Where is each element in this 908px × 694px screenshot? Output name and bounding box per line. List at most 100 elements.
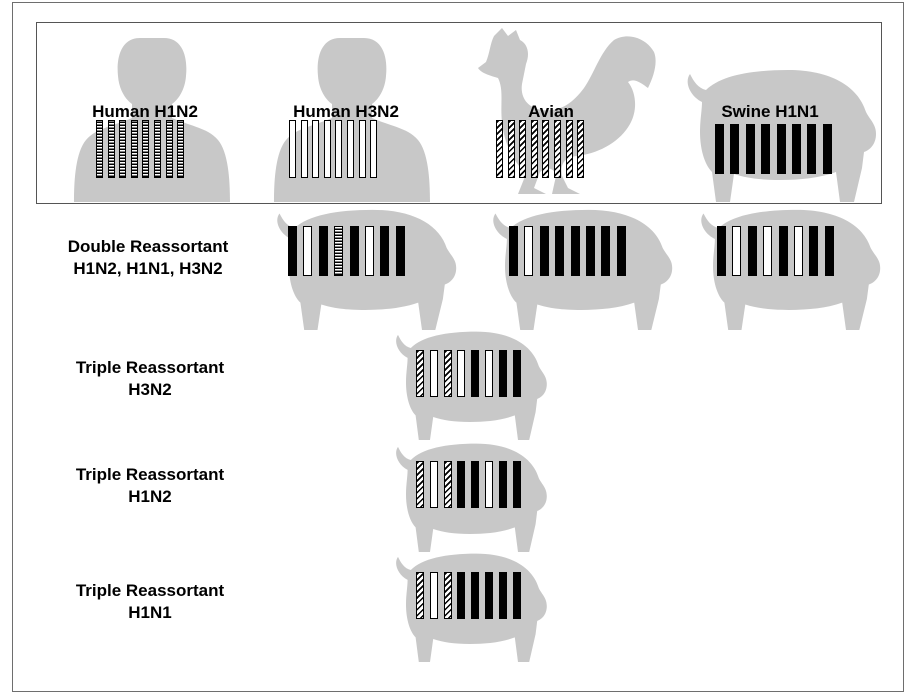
gene-segment-avian xyxy=(496,120,503,178)
gene-segment-avian xyxy=(416,572,424,619)
gene-segments-avian xyxy=(496,120,589,178)
gene-segment-swine xyxy=(616,226,626,276)
gene-segment-swine xyxy=(791,124,801,174)
gene-segment-swine xyxy=(498,572,507,619)
gene-segment-avian xyxy=(519,120,527,178)
gene-segment-swine xyxy=(730,124,740,174)
gene-segment-avian xyxy=(542,120,550,178)
pig-silhouette-double-2 xyxy=(493,209,673,330)
gene-segment-swine xyxy=(380,226,390,276)
gene-segment-human-h1n2 xyxy=(334,226,344,276)
gene-segment-avian xyxy=(530,120,538,178)
gene-segments-double-2 xyxy=(509,226,632,276)
gene-segments-triple-h1n2 xyxy=(416,461,526,508)
gene-segment-human-h3n2 xyxy=(312,120,320,178)
gene-segment-swine xyxy=(745,124,755,174)
double-reassortant-label: Double Reassortant H1N2, H1N1, H3N2 xyxy=(67,237,229,278)
source-title-swine-h1n1: Swine H1N1 xyxy=(721,102,819,121)
triple-reassortant-label-h1n2: Triple Reassortant H1N2 xyxy=(75,465,225,506)
gene-segment-human-h1n2 xyxy=(165,120,173,178)
pig-silhouette-double-3 xyxy=(701,209,881,330)
gene-segment-human-h1n2 xyxy=(142,120,150,178)
source-title-human-h1n2: Human H1N2 xyxy=(92,102,198,121)
gene-segment-avian xyxy=(443,350,452,397)
gene-segment-swine xyxy=(776,124,786,174)
gene-segment-swine xyxy=(512,350,521,397)
gene-segment-human-h1n2 xyxy=(130,120,138,178)
gene-segment-swine xyxy=(498,350,507,397)
triple-reassortant-label-h3n2: Triple Reassortant H3N2 xyxy=(75,358,225,399)
gene-segment-human-h3n2 xyxy=(524,226,534,276)
gene-segment-human-h3n2 xyxy=(429,350,438,397)
gene-segment-swine xyxy=(349,226,359,276)
gene-segment-swine xyxy=(585,226,595,276)
gene-segment-human-h1n2 xyxy=(96,120,103,178)
gene-segment-swine xyxy=(471,350,480,397)
gene-segment-swine xyxy=(807,124,817,174)
gene-segment-human-h3n2 xyxy=(300,120,308,178)
gene-segment-human-h3n2 xyxy=(484,461,493,508)
gene-segment-swine xyxy=(809,226,819,276)
gene-segment-swine xyxy=(539,226,549,276)
gene-segments-swine-h1n1 xyxy=(715,124,838,174)
gene-segment-avian xyxy=(553,120,561,178)
gene-segment-avian xyxy=(507,120,515,178)
source-title-avian: Avian xyxy=(528,102,574,121)
gene-segment-swine xyxy=(498,461,507,508)
gene-segment-swine xyxy=(484,572,493,619)
gene-segment-human-h3n2 xyxy=(429,572,438,619)
gene-segments-double-1 xyxy=(288,226,411,276)
gene-segment-swine xyxy=(601,226,611,276)
gene-segment-human-h3n2 xyxy=(346,120,354,178)
gene-segment-swine xyxy=(471,461,480,508)
gene-segment-swine xyxy=(471,572,480,619)
gene-segment-avian xyxy=(443,572,452,619)
source-title-human-h3n2: Human H3N2 xyxy=(293,102,399,121)
gene-segment-avian xyxy=(416,350,424,397)
gene-segment-human-h3n2 xyxy=(457,350,466,397)
gene-segment-human-h1n2 xyxy=(153,120,161,178)
gene-segment-human-h3n2 xyxy=(323,120,331,178)
gene-segments-human-h1n2 xyxy=(96,120,189,178)
gene-segment-swine xyxy=(509,226,518,276)
gene-segment-swine xyxy=(824,226,834,276)
gene-segment-swine xyxy=(717,226,726,276)
gene-segment-human-h3n2 xyxy=(763,226,773,276)
gene-segment-human-h3n2 xyxy=(370,120,378,178)
gene-segment-swine xyxy=(457,461,466,508)
gene-segment-swine xyxy=(822,124,832,174)
gene-segment-swine xyxy=(715,124,724,174)
gene-segment-swine xyxy=(457,572,466,619)
gene-segment-human-h3n2 xyxy=(289,120,296,178)
gene-segment-human-h1n2 xyxy=(107,120,115,178)
gene-segment-human-h3n2 xyxy=(303,226,313,276)
gene-segment-avian xyxy=(443,461,452,508)
gene-segment-swine xyxy=(778,226,788,276)
gene-segment-swine xyxy=(395,226,405,276)
gene-segment-swine xyxy=(555,226,565,276)
gene-segment-swine xyxy=(570,226,580,276)
gene-segment-human-h3n2 xyxy=(429,461,438,508)
gene-segment-human-h3n2 xyxy=(484,350,493,397)
gene-segment-swine xyxy=(512,572,521,619)
gene-segment-swine xyxy=(318,226,328,276)
gene-segments-human-h3n2 xyxy=(289,120,382,178)
gene-segment-avian xyxy=(565,120,573,178)
gene-segment-human-h3n2 xyxy=(335,120,343,178)
gene-segment-swine xyxy=(512,461,521,508)
gene-segment-avian xyxy=(416,461,424,508)
gene-segment-human-h3n2 xyxy=(793,226,803,276)
gene-segment-human-h3n2 xyxy=(732,226,742,276)
gene-segment-human-h1n2 xyxy=(119,120,127,178)
source-viruses-box xyxy=(36,22,882,204)
gene-segment-human-h3n2 xyxy=(364,226,374,276)
triple-reassortant-label-h1n1: Triple Reassortant H1N1 xyxy=(75,581,225,622)
gene-segment-human-h3n2 xyxy=(358,120,366,178)
gene-segments-triple-h1n1 xyxy=(416,572,526,619)
gene-segment-swine xyxy=(288,226,297,276)
gene-segment-avian xyxy=(577,120,585,178)
gene-segments-triple-h3n2 xyxy=(416,350,526,397)
gene-segment-human-h1n2 xyxy=(177,120,185,178)
gene-segment-swine xyxy=(747,226,757,276)
gene-segment-swine xyxy=(761,124,771,174)
